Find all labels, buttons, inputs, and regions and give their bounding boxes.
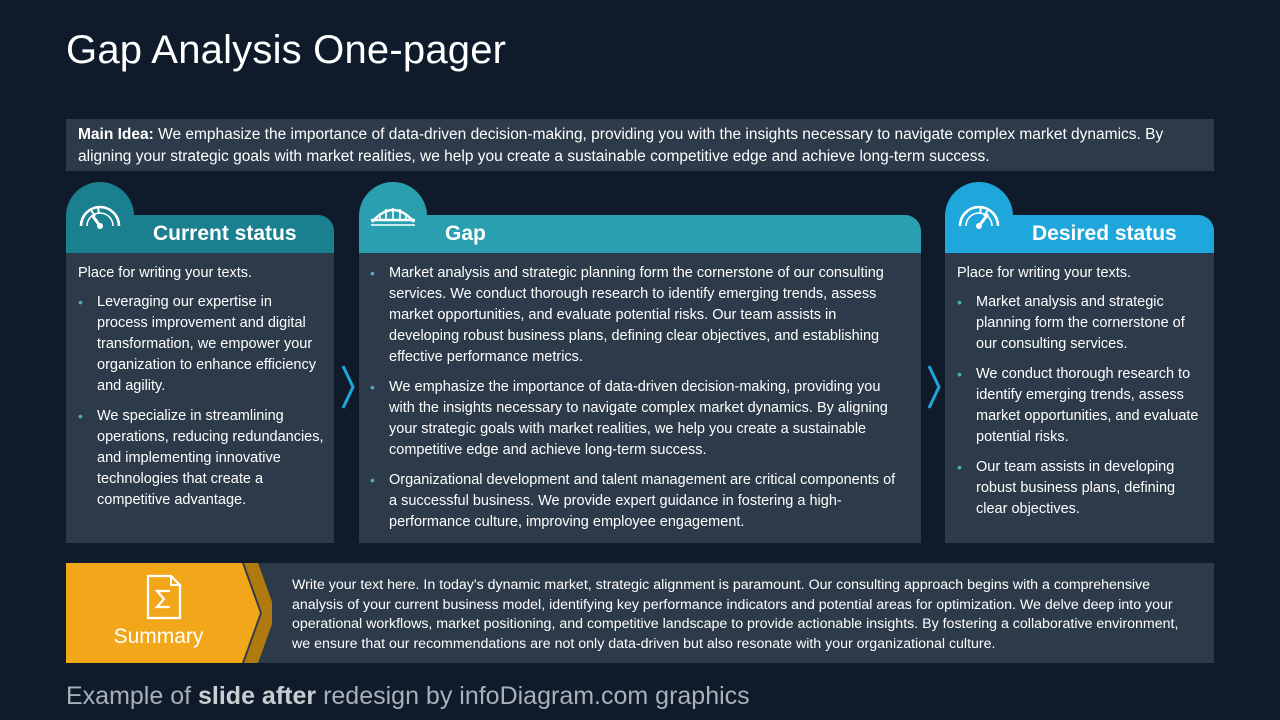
- footer-prefix: Example of: [66, 682, 199, 710]
- current-status-panel: Place for writing your texts. Leveraging…: [66, 253, 334, 543]
- main-idea-label: Main Idea:: [78, 126, 154, 143]
- gap-panel: Market analysis and strategic planning f…: [359, 253, 921, 543]
- gap-heading: Gap: [445, 222, 486, 245]
- footer-caption: Example of slide after redesign by infoD…: [66, 682, 750, 711]
- main-idea-box: Main Idea: We emphasize the importance o…: [66, 119, 1214, 171]
- chevron-right-icon: [341, 365, 355, 409]
- summary-label: Summary: [113, 625, 204, 648]
- gauge-high-icon: [958, 205, 1000, 229]
- summary-arrow: [66, 563, 272, 663]
- list-item: Leveraging our expertise in process impr…: [78, 292, 324, 397]
- current-status-list: Leveraging our expertise in process impr…: [78, 292, 324, 511]
- desired-status-list: Market analysis and strategic planning f…: [957, 292, 1206, 520]
- gap-icon-circle: [359, 182, 427, 250]
- list-item: Market analysis and strategic planning f…: [370, 263, 907, 368]
- bridge-icon: [371, 208, 415, 226]
- gap-list: Market analysis and strategic planning f…: [370, 263, 907, 533]
- list-item: We emphasize the importance of data-driv…: [370, 377, 907, 461]
- list-item: We specialize in streamlining operations…: [78, 406, 324, 511]
- list-item: Market analysis and strategic planning f…: [957, 292, 1206, 355]
- footer-bold: slide after: [198, 682, 317, 710]
- desired-status-panel: Place for writing your texts. Market ana…: [945, 253, 1214, 543]
- desired-status-heading: Desired status: [1032, 222, 1177, 245]
- list-item: We conduct thorough research to identify…: [957, 364, 1206, 448]
- list-item: Our team assists in developing robust bu…: [957, 457, 1206, 520]
- main-idea-text: We emphasize the importance of data-driv…: [78, 126, 1164, 165]
- current-status-lead: Place for writing your texts.: [78, 265, 253, 281]
- current-status-heading: Current status: [153, 222, 297, 245]
- desired-status-lead: Place for writing your texts.: [957, 265, 1132, 281]
- page-title: Gap Analysis One-pager: [66, 28, 507, 72]
- gauge-low-icon: [79, 205, 121, 229]
- chevron-right-icon: [927, 365, 941, 409]
- sum-document-icon: [146, 574, 182, 620]
- gap-header: Gap: [359, 215, 921, 253]
- current-status-icon-circle: [66, 182, 134, 250]
- list-item: Organizational development and talent ma…: [370, 470, 907, 533]
- desired-status-icon-circle: [945, 182, 1013, 250]
- footer-suffix: redesign by infoDiagram.com graphics: [316, 682, 750, 710]
